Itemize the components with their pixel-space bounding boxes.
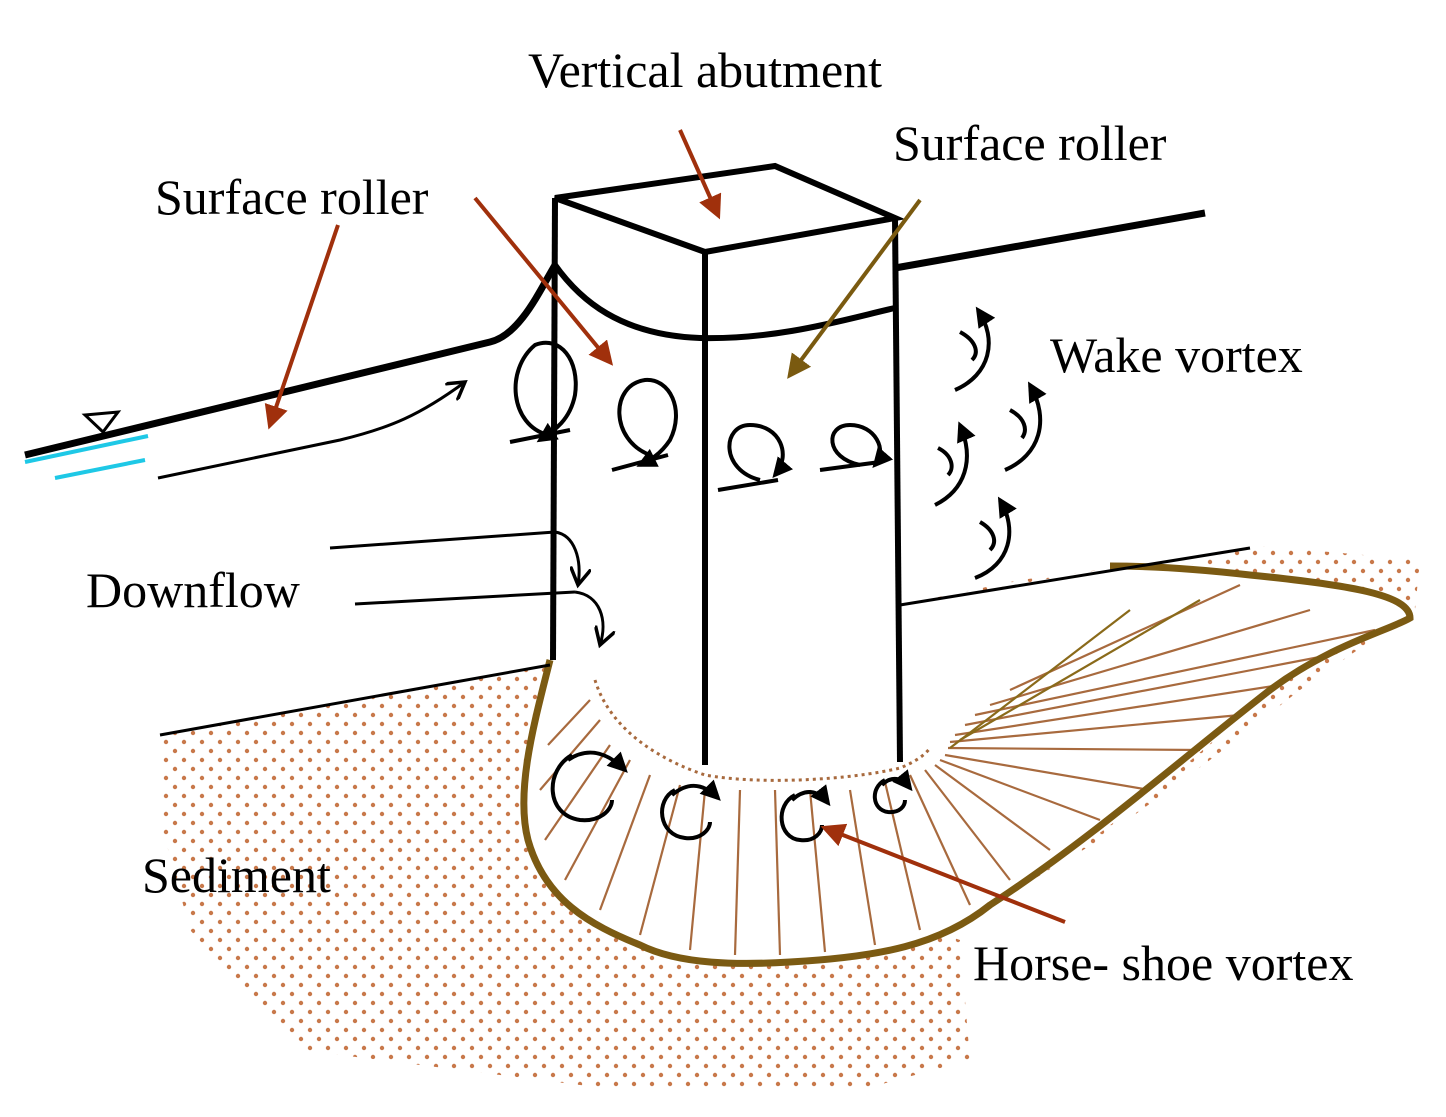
water-level-symbol xyxy=(24,410,149,480)
water-surface xyxy=(24,209,1206,459)
approach-flow-arrow xyxy=(157,382,465,480)
sediment-label: Sediment xyxy=(142,847,331,903)
scour-rays-olive xyxy=(949,599,1201,749)
right-roller-pointer-arrow xyxy=(787,198,922,379)
surface-roller-vortices xyxy=(509,341,894,492)
scour-rays xyxy=(539,583,1376,956)
horseshoe-vortices xyxy=(550,750,913,843)
scour-edge xyxy=(520,562,1414,967)
abutment-pointer-arrow xyxy=(678,129,722,220)
left-roller-pointer-arrow-2 xyxy=(473,196,614,366)
scour-hole xyxy=(526,566,1410,962)
surface-roller-right-label: Surface roller xyxy=(893,115,1167,171)
left-roller-pointer-arrow xyxy=(264,224,340,430)
wake-vortex-label: Wake vortex xyxy=(1050,327,1303,383)
downflow-label: Downflow xyxy=(86,562,300,618)
surface-roller-left-label: Surface roller xyxy=(155,169,429,225)
pointer-arrows xyxy=(264,129,1066,924)
horseshoe-pointer-arrow xyxy=(820,823,1066,924)
downflow-arrows xyxy=(329,530,603,645)
wake-vortices xyxy=(934,306,1047,580)
horseshoe-vortex-label: Horse- shoe vortex xyxy=(973,935,1354,991)
bed-lines xyxy=(159,546,1251,737)
scour-rim-dotted xyxy=(593,679,932,782)
vertical-abutment-label: Vertical abutment xyxy=(528,42,883,98)
